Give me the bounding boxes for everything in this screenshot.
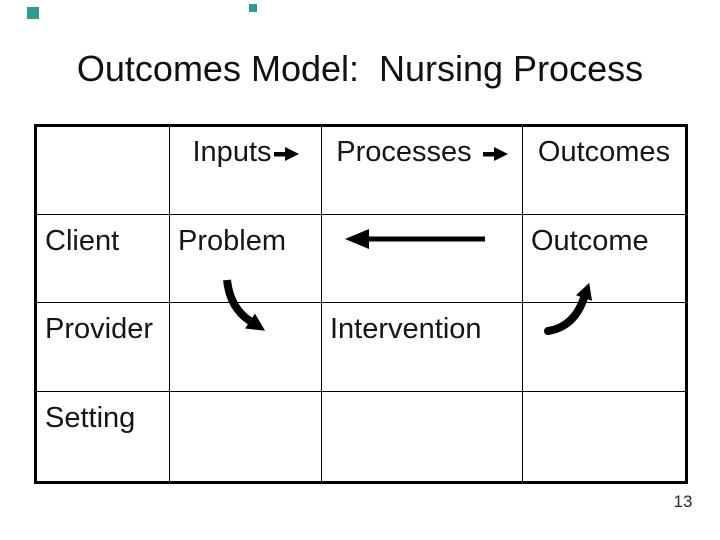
cell-empty <box>523 392 685 481</box>
table-header-inputs: Inputs <box>170 127 322 215</box>
teal-square-marker-small-icon <box>249 4 257 12</box>
table-header-processes: Processes <box>322 127 523 215</box>
row-provider-label: Provider <box>37 303 170 392</box>
table-cell-empty <box>37 127 170 215</box>
outcomes-model-table: Inputs Processes Outcomes Client Problem… <box>34 124 688 484</box>
right-arrow-icon <box>273 147 299 161</box>
cell-empty <box>322 392 523 481</box>
table-header-outcomes: Outcomes <box>523 127 685 215</box>
row-setting-label: Setting <box>37 392 170 481</box>
outcomes-header-label: Outcomes <box>537 136 671 168</box>
cell-empty <box>523 303 685 392</box>
cell-feedback-arrow <box>322 215 523 303</box>
processes-header-label: Processes <box>336 136 472 168</box>
row-client-label: Client <box>37 215 170 303</box>
slide-title: Outcomes Model: Nursing Process <box>76 48 644 89</box>
inputs-header-label: Inputs <box>192 136 272 168</box>
cell-problem: Problem <box>170 215 322 303</box>
cell-empty <box>170 392 322 481</box>
teal-square-marker-icon <box>27 7 39 19</box>
page-number: 13 <box>673 492 693 511</box>
cell-intervention: Intervention <box>322 303 523 392</box>
right-arrow-icon <box>482 147 508 161</box>
cell-empty <box>170 303 322 392</box>
cell-outcome: Outcome <box>523 215 685 303</box>
